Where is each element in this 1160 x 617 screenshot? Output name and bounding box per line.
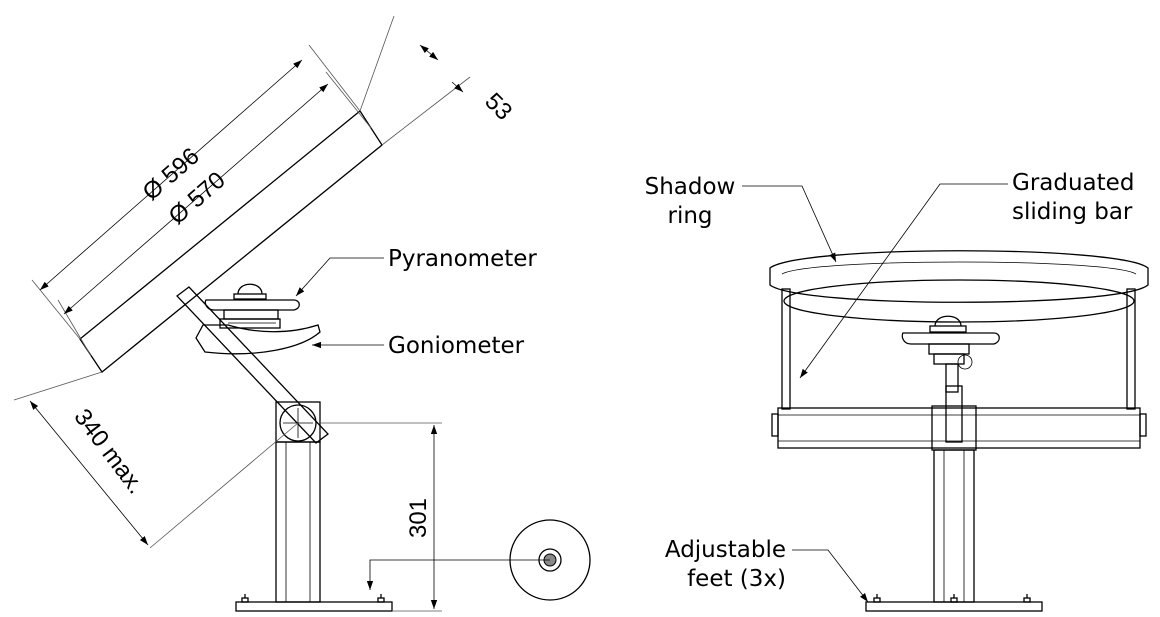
side-view: Ø 596 Ø 570 53 340 max. 301 Pyranometer … [13, 15, 591, 612]
front-support-right [1126, 288, 1136, 410]
front-clamp [931, 405, 977, 451]
label-shadow-ring-line2: ring [667, 203, 712, 229]
label-feet-line2: feet (3x) [687, 566, 786, 592]
extension-lines [13, 15, 471, 612]
label-goniometer: Goniometer [388, 333, 525, 359]
label-shadow-ring-line1: Shadow [645, 174, 736, 200]
label-sliding-bar-line2: sliding bar [1012, 199, 1133, 225]
label-feet-line1: Adjustable [665, 537, 786, 563]
side-pivot-hub [279, 404, 317, 442]
side-goniometer [195, 324, 321, 355]
dim-ring-width: 53 [479, 88, 517, 126]
side-foot-circle [366, 519, 591, 601]
front-base-plate [865, 601, 1043, 612]
side-base-plate [235, 601, 393, 612]
front-view: Shadow ring Graduated sliding bar Adjust… [645, 170, 1149, 612]
front-shadow-ring [769, 250, 1149, 303]
front-support-left [781, 288, 791, 410]
side-post [275, 441, 321, 603]
label-sliding-bar-line1: Graduated [1012, 170, 1134, 196]
dim-arm-length: 340 max. [69, 404, 150, 499]
side-shadow-ring [79, 110, 383, 373]
front-pyranometer [901, 315, 1000, 393]
label-pyranometer: Pyranometer [388, 246, 537, 272]
front-post [933, 449, 975, 603]
dim-post-height: 301 [405, 498, 432, 538]
side-pyranometer [204, 283, 300, 329]
